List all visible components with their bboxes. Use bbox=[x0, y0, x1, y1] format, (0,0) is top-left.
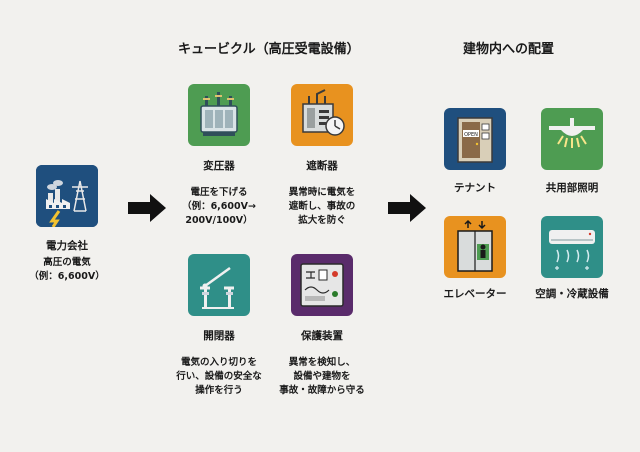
switch-label: 開閉器 bbox=[203, 330, 235, 342]
desc-line: （例：6,600V→ bbox=[182, 201, 256, 212]
elevator-icon bbox=[444, 216, 506, 278]
tenant-label: テナント bbox=[454, 182, 496, 194]
breaker-desc: 異常時に電気を 遮断し、事故の 拡大を防ぐ bbox=[276, 186, 368, 228]
cubicle-heading: キュービクル（高圧受電設備） bbox=[178, 42, 360, 57]
building-heading: 建物内への配置 bbox=[463, 42, 555, 57]
power-plant-icon bbox=[36, 165, 98, 227]
ceiling-light-icon bbox=[541, 108, 603, 170]
flow-arrow-icon bbox=[388, 194, 426, 222]
protection-label: 保護装置 bbox=[301, 330, 343, 342]
desc-line: 事故・故障から守る bbox=[279, 385, 365, 396]
transformer-desc: 電圧を下げる （例：6,600V→ 200V/100V） bbox=[170, 186, 268, 228]
switch-icon bbox=[188, 254, 250, 316]
desc-line: 操作を行う bbox=[195, 385, 243, 396]
desc-line: 200V/100V） bbox=[185, 215, 253, 226]
desc-line: 設備や建物を bbox=[293, 371, 351, 382]
tenant-door-icon: OPEN bbox=[444, 108, 506, 170]
lighting-label: 共用部照明 bbox=[545, 182, 599, 194]
desc-line: 異常時に電気を bbox=[288, 187, 356, 198]
power-company-label: 電力会社 bbox=[46, 240, 88, 252]
breaker-label: 遮断器 bbox=[306, 160, 338, 172]
protection-desc: 異常を検知し、 設備や建物を 事故・故障から守る bbox=[272, 356, 372, 398]
open-sign: OPEN bbox=[464, 132, 478, 138]
protection-relay-icon bbox=[291, 254, 353, 316]
desc-line: 電気の入り切りを bbox=[180, 357, 257, 368]
desc-line: 行い、設備の安全な bbox=[176, 371, 262, 382]
desc-line: 電圧を下げる bbox=[190, 187, 248, 198]
breaker-icon bbox=[291, 84, 353, 146]
desc-line: 拡大を防ぐ bbox=[298, 215, 346, 226]
flow-arrow-icon bbox=[128, 194, 166, 222]
transformer-label: 変圧器 bbox=[203, 160, 235, 172]
air-conditioning-label: 空調・冷蔵設備 bbox=[535, 288, 609, 300]
transformer-icon bbox=[188, 84, 250, 146]
desc-line: 異常を検知し、 bbox=[288, 357, 356, 368]
desc-line: 高圧の電気 bbox=[43, 257, 91, 268]
desc-line: 遮断し、事故の bbox=[288, 201, 356, 212]
desc-line: （例：6,600V） bbox=[29, 271, 105, 282]
elevator-label: エレベーター bbox=[443, 288, 507, 300]
power-company-desc: 高圧の電気 （例：6,600V） bbox=[22, 256, 112, 284]
air-conditioner-icon bbox=[541, 216, 603, 278]
switch-desc: 電気の入り切りを 行い、設備の安全な 操作を行う bbox=[168, 356, 270, 398]
